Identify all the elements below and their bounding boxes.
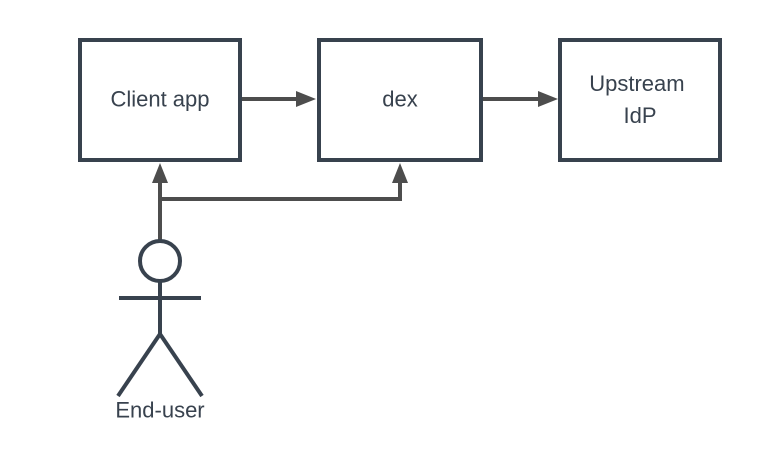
- node-upstream-idp: [558, 38, 722, 162]
- actor-left-leg-icon: [116, 332, 162, 398]
- node-upstream-idp-label: Upstream IdP: [589, 71, 690, 128]
- node-dex-label: dex: [382, 87, 417, 112]
- node-client-app-label: Client app: [110, 87, 209, 112]
- end-user-label: End-user: [115, 398, 204, 423]
- node-upstream-idp-label-line1: Upstream: [589, 71, 684, 96]
- node-client-app: [78, 38, 242, 162]
- actor-right-leg-icon: [158, 332, 204, 398]
- end-user-actor-icon: [116, 239, 204, 398]
- node-upstream-idp-label-line2: IdP: [623, 103, 656, 128]
- node-dex: [317, 38, 483, 162]
- actor-head-icon: [138, 239, 182, 283]
- edge-end-user-to-dex: [160, 163, 408, 201]
